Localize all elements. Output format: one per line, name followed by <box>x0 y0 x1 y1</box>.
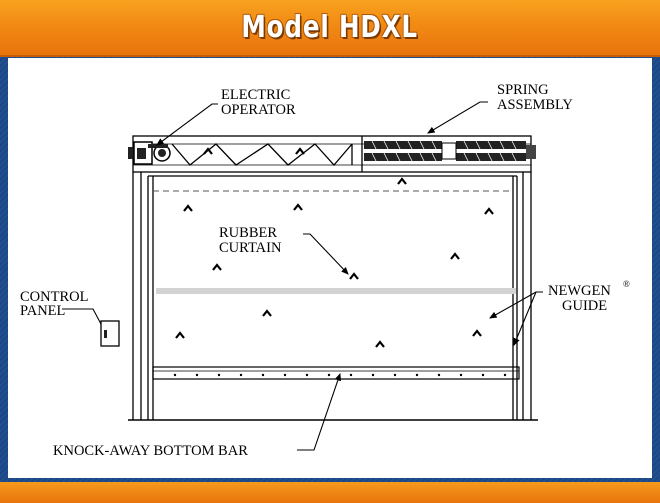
control-panel-drawing <box>100 320 120 347</box>
label-control-panel-2: PANEL <box>20 303 65 319</box>
label-newgen-guide-2: GUIDE <box>562 298 607 314</box>
title-banner: Model HDXL <box>0 0 660 57</box>
label-control-panel-1: CONTROL <box>20 289 88 305</box>
label-newgen-registered-mark: ® <box>623 279 630 289</box>
label-spring-assembly-1: SPRING <box>497 82 549 98</box>
spring-assembly-drawing <box>364 140 536 162</box>
label-newgen-guide-1: NEWGEN <box>548 283 611 299</box>
footer-bar <box>0 482 660 503</box>
caret-marks <box>175 147 494 348</box>
label-knock-away-bottom-bar: KNOCK-AWAY BOTTOM BAR <box>53 443 248 459</box>
label-rubber-curtain-1: RUBBER <box>219 225 277 241</box>
label-electric-operator-1: ELECTRIC <box>221 87 290 103</box>
page-title: Model HDXL <box>241 10 419 45</box>
rubber-curtain-drawing <box>153 190 516 294</box>
diagram-panel <box>8 58 652 478</box>
label-spring-assembly-2: ASSEMBLY <box>497 97 573 113</box>
leader-lines <box>62 101 543 451</box>
header-truss <box>171 136 363 172</box>
label-electric-operator-2: OPERATOR <box>221 102 296 118</box>
bottom-bar-drawing <box>152 366 520 380</box>
electric-operator-drawing <box>128 141 171 165</box>
side-guides <box>128 172 538 421</box>
label-rubber-curtain-2: CURTAIN <box>219 240 282 256</box>
